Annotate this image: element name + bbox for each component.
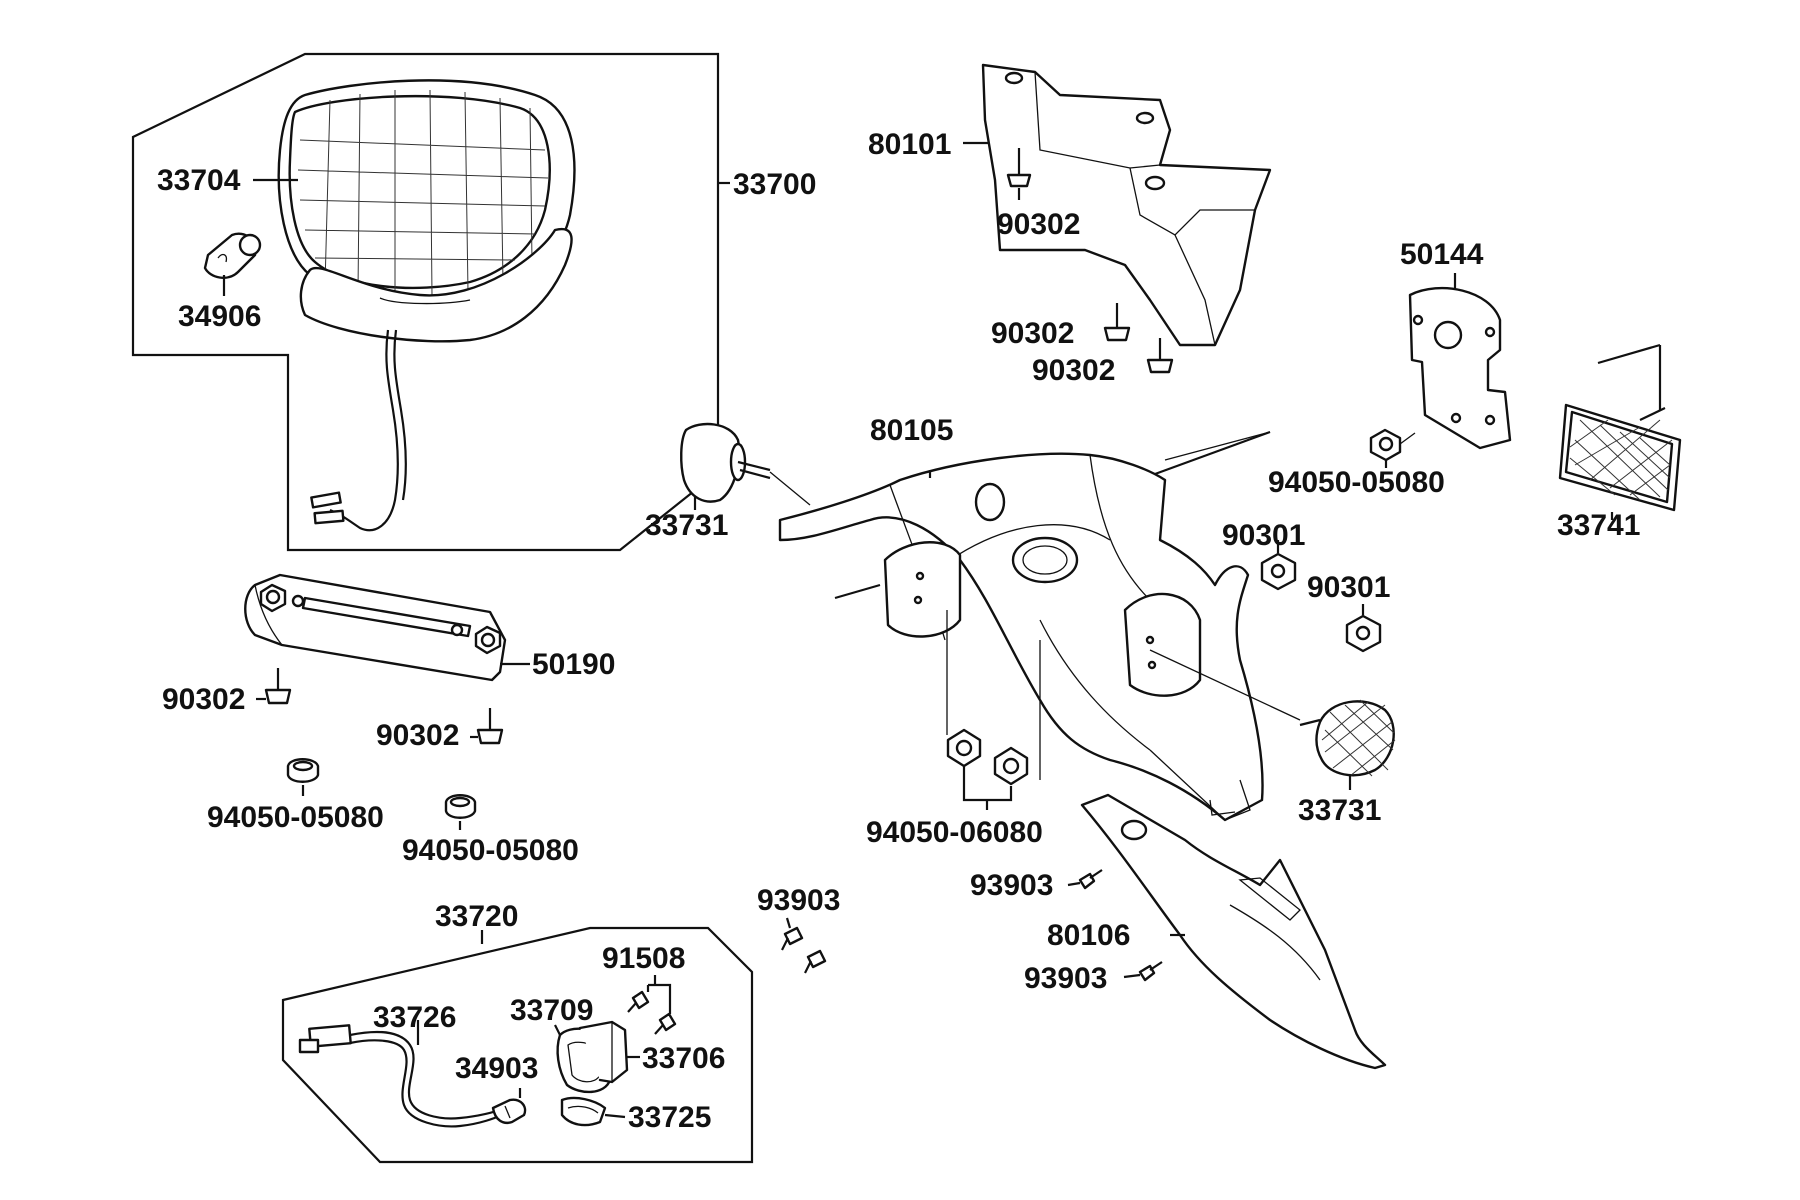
nut-94050-05080-icon bbox=[1369, 428, 1416, 462]
label-80101: 80101 bbox=[868, 128, 951, 161]
label-90302-c: 90302 bbox=[1032, 354, 1115, 387]
nut-94050-06080-icon bbox=[993, 746, 1029, 786]
label-90302-b: 90302 bbox=[991, 317, 1074, 350]
fender-panel-80106 bbox=[1080, 793, 1387, 1070]
bulb-34906-icon bbox=[203, 232, 262, 279]
label-33706: 33706 bbox=[642, 1042, 725, 1075]
screw-93903-icon bbox=[781, 926, 804, 951]
label-33731-a: 33731 bbox=[645, 509, 728, 542]
bulb-34903-icon bbox=[491, 1098, 527, 1124]
nut-90301-icon bbox=[1260, 552, 1297, 591]
label-34903: 34903 bbox=[455, 1052, 538, 1085]
part-labels: 33700 33704 34906 80101 90302 90302 9030… bbox=[157, 128, 1640, 1134]
plate-holder-50190 bbox=[244, 573, 507, 682]
label-90301-b: 90301 bbox=[1307, 571, 1390, 604]
label-33741: 33741 bbox=[1557, 509, 1640, 542]
nut-94050-06080-icon bbox=[946, 728, 982, 768]
nut-94050-05080-icon bbox=[286, 758, 320, 783]
label-94050-06080: 94050-06080 bbox=[866, 816, 1043, 849]
group-outline-33700 bbox=[131, 52, 720, 552]
label-94050-05080-b: 94050-05080 bbox=[207, 801, 384, 834]
fender-bracket-80101 bbox=[981, 63, 1272, 347]
label-50144: 50144 bbox=[1400, 238, 1484, 271]
tail-light-wire bbox=[310, 329, 407, 532]
plate-bracket-50144 bbox=[1408, 287, 1512, 450]
label-50190: 50190 bbox=[532, 648, 615, 681]
screw-93903-icon bbox=[1078, 869, 1103, 890]
label-33709: 33709 bbox=[510, 994, 593, 1027]
label-33720: 33720 bbox=[435, 900, 518, 933]
label-33726: 33726 bbox=[373, 1001, 456, 1034]
group-outline-33720 bbox=[281, 926, 754, 1164]
label-80106: 80106 bbox=[1047, 919, 1130, 952]
screw-91508-icon bbox=[627, 990, 650, 1013]
nut-94050-05080-icon bbox=[444, 794, 477, 819]
label-90302-d: 90302 bbox=[162, 683, 245, 716]
label-94050-05080-a: 94050-05080 bbox=[1268, 466, 1445, 499]
bolt-90302-icon bbox=[1103, 303, 1131, 342]
tail-light-base bbox=[299, 227, 573, 343]
label-33704: 33704 bbox=[157, 164, 241, 197]
screw-93903-icon bbox=[1138, 961, 1163, 982]
label-90302-e: 90302 bbox=[376, 719, 459, 752]
screw-91508-icon bbox=[654, 1012, 677, 1035]
label-33731-b: 33731 bbox=[1298, 794, 1381, 827]
tail-light-lens bbox=[277, 79, 576, 307]
label-33700: 33700 bbox=[733, 168, 816, 201]
bolt-90302-icon bbox=[1146, 338, 1174, 374]
bolt-90302-icon bbox=[264, 668, 292, 705]
bracket-33725 bbox=[560, 1096, 607, 1127]
rear-fender-80105 bbox=[778, 452, 1264, 822]
wire-harness-33726 bbox=[298, 1024, 506, 1128]
reflector-33741 bbox=[1558, 403, 1682, 512]
label-93903-b: 93903 bbox=[1024, 962, 1107, 995]
label-33725: 33725 bbox=[628, 1101, 711, 1134]
label-93903-a: 93903 bbox=[970, 869, 1053, 902]
lens-33706 bbox=[578, 1020, 629, 1084]
screw-93903-icon bbox=[804, 949, 827, 974]
reflector-33731-right bbox=[1149, 649, 1396, 777]
label-91508: 91508 bbox=[602, 942, 685, 975]
label-90301-a: 90301 bbox=[1222, 519, 1305, 552]
label-90302-a: 90302 bbox=[997, 208, 1080, 241]
screw-33741-icon bbox=[1597, 343, 1666, 421]
reflector-33731-left bbox=[680, 422, 811, 506]
label-80105: 80105 bbox=[870, 414, 953, 447]
bolt-90302-icon bbox=[1006, 148, 1032, 188]
bolt-90302-icon bbox=[476, 708, 504, 745]
label-34906: 34906 bbox=[178, 300, 261, 333]
label-94050-05080-c: 94050-05080 bbox=[402, 834, 579, 867]
label-93903-c: 93903 bbox=[757, 884, 840, 917]
nut-90301-icon bbox=[1345, 614, 1382, 653]
